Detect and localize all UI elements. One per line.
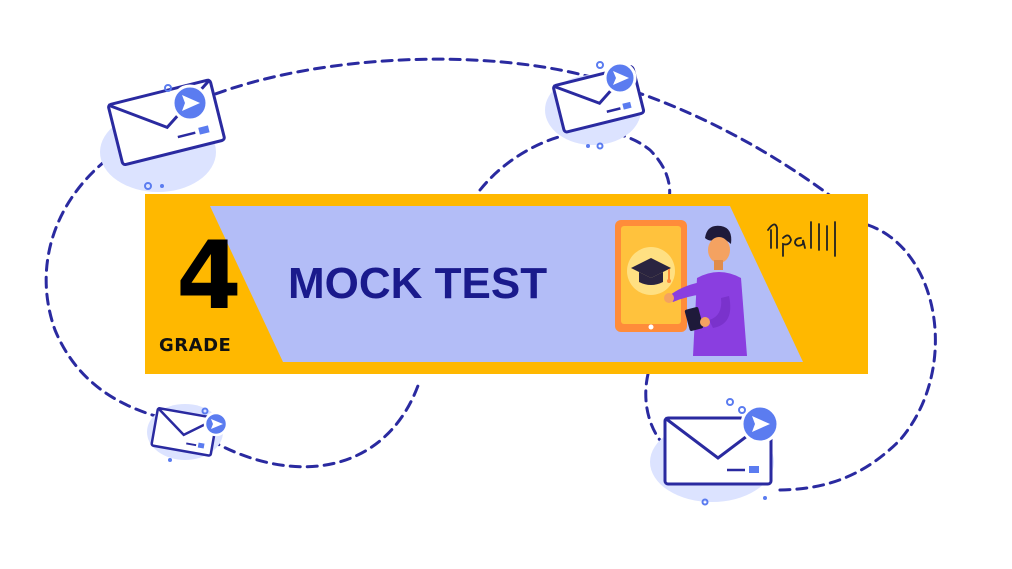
envelope-send-icon-top-middle xyxy=(545,61,646,150)
tutor-figure xyxy=(664,225,747,356)
handwritten-logo-icon xyxy=(767,221,836,257)
envelope-send-icon-top-left xyxy=(100,78,226,192)
envelope-send-icon-bottom-right xyxy=(650,398,780,506)
graduation-cap-icon xyxy=(627,247,675,295)
grade-label: GRADE xyxy=(159,335,232,356)
grade-number: 4 xyxy=(176,222,241,331)
tutor-tablet-icon xyxy=(615,220,747,356)
envelope-send-icon-bottom-left xyxy=(147,404,229,462)
banner: 4 GRADE MOCK TEST xyxy=(145,194,868,374)
mock-test-title: MOCK TEST xyxy=(288,259,548,308)
